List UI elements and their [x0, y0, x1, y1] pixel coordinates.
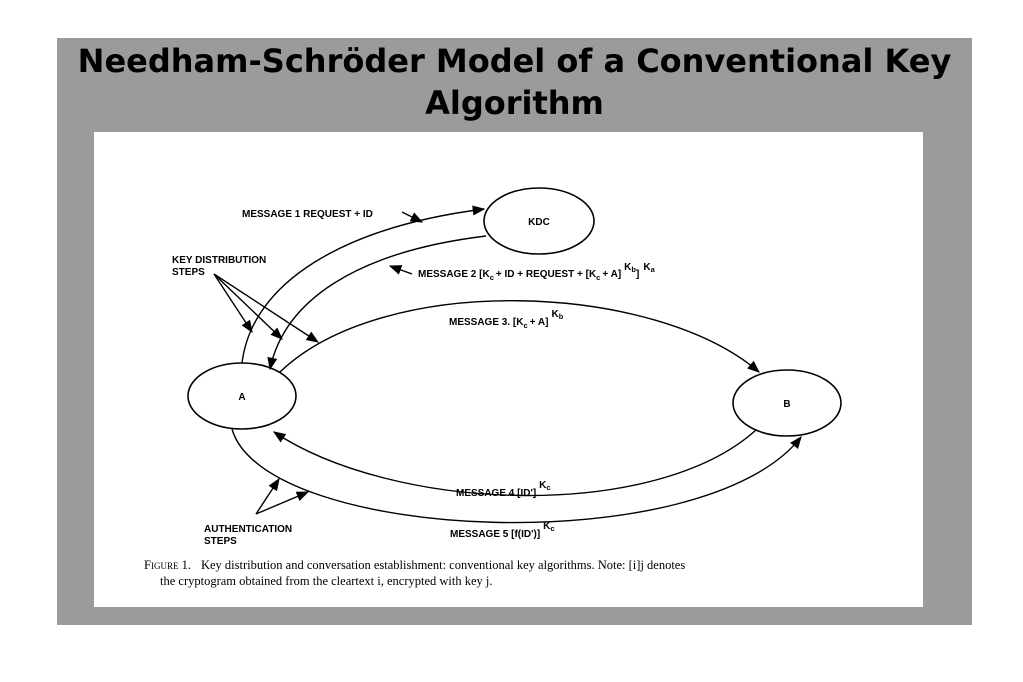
message-3-label: MESSAGE 3. [Kc+ A]Kb — [449, 309, 564, 330]
figure-caption-line2: the cryptogram obtained from the clearte… — [160, 574, 493, 588]
message-5-arrow — [231, 428, 802, 524]
message-2-label: MESSAGE 2 [Kc+ ID + REQUEST + [Kc+ A]Kb]… — [418, 262, 656, 282]
authentication-pointer-2 — [255, 491, 310, 515]
node-a-label: A — [238, 392, 245, 403]
message-2-pointer — [388, 265, 413, 275]
authentication-label-line2: STEPS — [204, 536, 237, 547]
key-distribution-label-line2: STEPS — [172, 267, 205, 278]
message-2-arrow — [267, 235, 487, 371]
message-1-label: MESSAGE 1 REQUEST + ID — [242, 209, 373, 220]
protocol-diagram: KDC A B KEY DISTRIBUTION STEPS AUTHENTIC… — [144, 187, 842, 588]
message-1-pointer — [401, 211, 424, 223]
message-5-label: MESSAGE 5 [f(ID')]Kc — [450, 521, 555, 540]
figure-caption-line1: Figure 1.Key distribution and conversati… — [144, 558, 685, 572]
node-b — [732, 369, 842, 437]
slide-title: Needham-Schröder Model of a Conventional… — [77, 42, 952, 122]
message-4-label: MESSAGE 4 [ID']Kc — [456, 480, 551, 499]
message-4-arrow — [272, 429, 757, 497]
authentication-label-line1: AUTHENTICATION — [204, 524, 292, 535]
kdc-node — [483, 187, 595, 255]
key-distribution-pointer-1 — [213, 273, 253, 334]
figure-panel: KDC A B KEY DISTRIBUTION STEPS AUTHENTIC… — [94, 132, 923, 607]
message-3-arrow — [279, 300, 760, 373]
message-1-arrow — [241, 205, 486, 364]
kdc-label: KDC — [528, 217, 550, 228]
authentication-pointer-1 — [255, 477, 280, 515]
key-distribution-label-line1: KEY DISTRIBUTION — [172, 255, 266, 266]
key-distribution-pointer-3 — [213, 273, 320, 343]
node-b-label: B — [783, 399, 790, 410]
key-distribution-pointer-2 — [213, 273, 283, 340]
